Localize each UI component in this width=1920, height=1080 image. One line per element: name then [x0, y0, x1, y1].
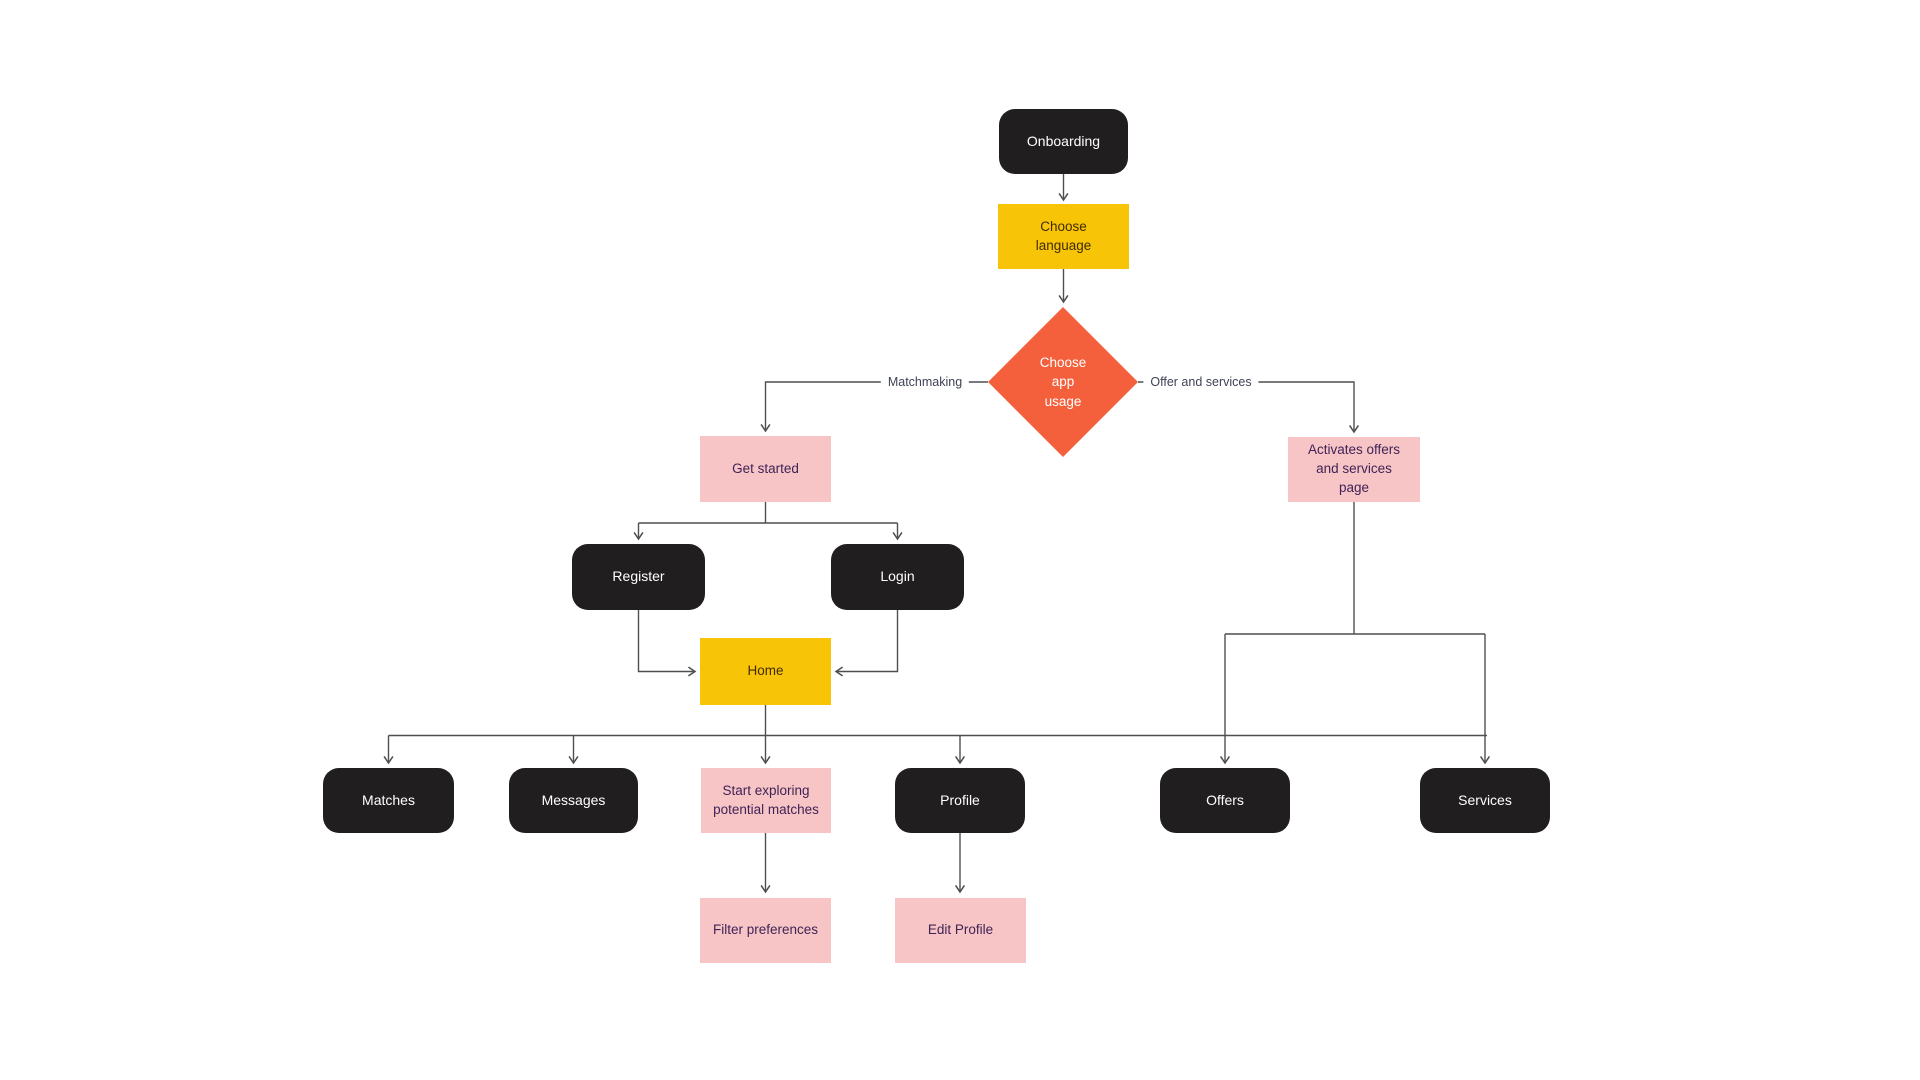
node-choose-language[interactable]: Choose language	[998, 204, 1129, 269]
edge-label-matchmaking[interactable]: Matchmaking	[880, 374, 970, 390]
edge-label-offer-and-services[interactable]: Offer and services	[1143, 374, 1259, 390]
node-matches[interactable]: Matches	[323, 768, 454, 833]
node-services[interactable]: Services	[1420, 768, 1550, 833]
node-profile[interactable]: Profile	[895, 768, 1025, 833]
node-edit-profile[interactable]: Edit Profile	[895, 898, 1026, 963]
node-offers[interactable]: Offers	[1160, 768, 1290, 833]
node-choose-app-usage[interactable]: Choose app usage	[988, 307, 1138, 457]
edge-register-to-home	[637, 610, 697, 677]
node-filter-preferences[interactable]: Filter preferences	[700, 898, 831, 963]
node-get-started[interactable]: Get started	[700, 436, 831, 502]
node-messages[interactable]: Messages	[509, 768, 638, 833]
node-activates-offers-page[interactable]: Activates offers and services page	[1288, 437, 1420, 502]
edge-login-to-home	[834, 610, 899, 677]
node-onboarding[interactable]: Onboarding	[999, 109, 1128, 174]
node-register[interactable]: Register	[572, 544, 705, 610]
node-login[interactable]: Login	[831, 544, 964, 610]
diamond-label: Choose app usage	[1039, 354, 1087, 409]
node-start-exploring[interactable]: Start exploring potential matches	[701, 768, 831, 833]
node-home[interactable]: Home	[700, 638, 831, 705]
